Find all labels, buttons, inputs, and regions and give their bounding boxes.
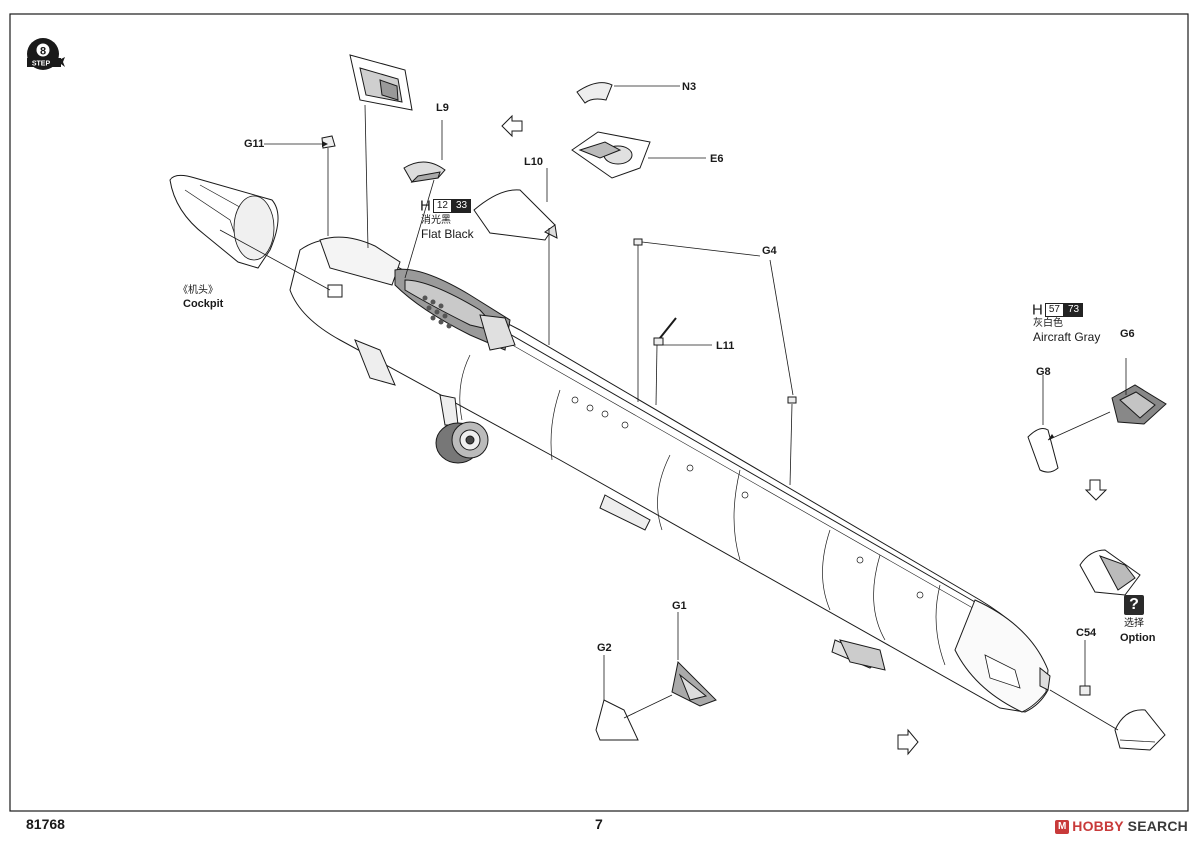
part-canopy-frame xyxy=(349,54,413,111)
watermark-suffix: SEARCH xyxy=(1127,818,1188,834)
label-l9: L9 xyxy=(436,102,449,114)
part-g2 xyxy=(595,699,639,741)
paint-aircraft-gray-en: Aircraft Gray xyxy=(1033,330,1101,344)
part-l10 xyxy=(473,189,558,241)
label-l10: L10 xyxy=(524,156,543,168)
paint-prefix: H xyxy=(420,197,431,215)
part-g4 xyxy=(633,238,797,404)
page-number: 7 xyxy=(595,816,603,832)
part-option-assembly xyxy=(1079,549,1141,596)
part-g6 xyxy=(1111,384,1167,425)
landing-gear xyxy=(435,394,489,464)
cockpit-part xyxy=(169,174,279,269)
label-n3: N3 xyxy=(682,81,697,93)
watermark-logo-icon: M xyxy=(1055,820,1070,835)
page-border xyxy=(9,13,1189,812)
part-c54 xyxy=(1079,685,1091,696)
part-nose-tip xyxy=(1114,709,1166,751)
cockpit-label-cn: 《机头》 xyxy=(178,285,218,296)
label-g1: G1 xyxy=(672,600,687,612)
paint-prefix: H xyxy=(1032,301,1043,319)
label-g11: G11 xyxy=(244,138,265,150)
fuselage xyxy=(289,236,1051,713)
step-label: STEP xyxy=(32,61,51,68)
paint-flat-black-en: Flat Black xyxy=(421,227,474,241)
label-g6: G6 xyxy=(1120,328,1135,340)
paint-flat-black-cn: 消光黑 xyxy=(421,215,451,226)
label-g8: G8 xyxy=(1036,366,1051,378)
paint-code-1: 57 xyxy=(1044,302,1064,317)
step-number: 8 xyxy=(40,46,46,58)
option-label-cn: 选择 xyxy=(1124,618,1144,629)
view-arrow-icons xyxy=(501,114,1108,756)
paint-aircraft-gray-cn: 灰白色 xyxy=(1033,318,1063,329)
cockpit-label-en: Cockpit xyxy=(183,298,224,310)
label-g4: G4 xyxy=(762,245,777,257)
label-l11: L11 xyxy=(716,340,735,352)
option-question-icon: ? xyxy=(1124,595,1144,615)
option-label-en: Option xyxy=(1120,632,1156,644)
leader-lines xyxy=(219,85,1127,731)
leader-arrows xyxy=(322,141,1054,440)
label-g2: G2 xyxy=(597,642,612,654)
part-n3 xyxy=(576,82,613,104)
part-g8 xyxy=(1027,428,1059,473)
paint-code-2: 73 xyxy=(1063,302,1084,317)
model-number: 81768 xyxy=(26,816,65,832)
watermark-brand: HOBBY xyxy=(1072,818,1124,834)
label-e6: E6 xyxy=(710,153,724,165)
paint-code-2: 33 xyxy=(451,198,472,213)
part-e6 xyxy=(571,131,651,179)
part-l11 xyxy=(653,317,677,346)
step-badge-icon: 8 STEP xyxy=(27,38,65,70)
part-l9 xyxy=(403,161,446,183)
paint-code-1: 12 xyxy=(432,198,452,213)
label-c54: C54 xyxy=(1076,627,1097,639)
part-g1 xyxy=(671,660,717,707)
